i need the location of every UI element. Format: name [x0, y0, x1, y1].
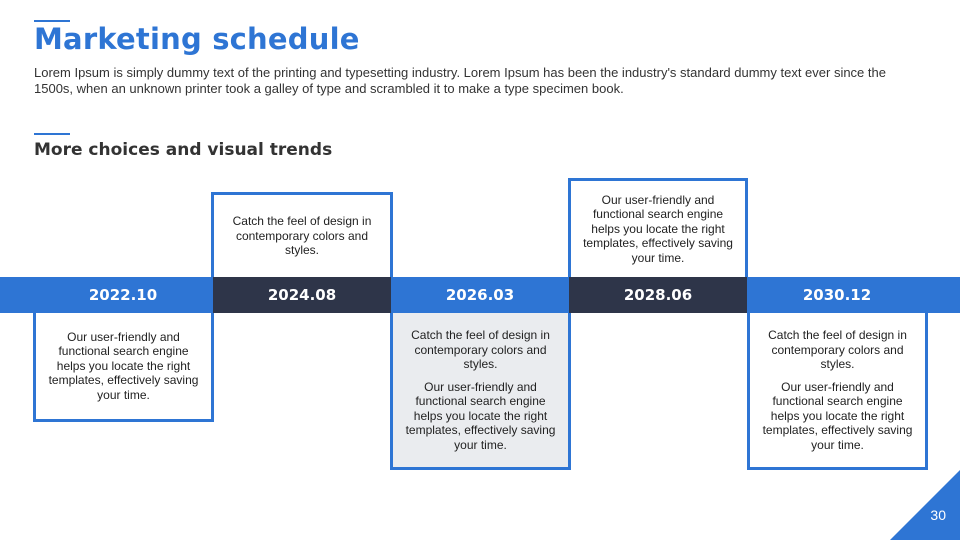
timeline-card-2022-10: Our user-friendly and functional search … — [33, 313, 214, 422]
page-title: Marketing schedule — [34, 22, 360, 56]
timeline-date-2030-12: 2030.12 — [802, 286, 872, 304]
card-text: Catch the feel of design in contemporary… — [411, 328, 550, 371]
title-accent-line — [34, 20, 70, 22]
timeline-card-2026-03: Catch the feel of design in contemporary… — [390, 313, 571, 470]
card-text: Our user-friendly and functional search … — [48, 329, 199, 402]
section-subtitle: More choices and visual trends — [34, 140, 333, 160]
subtitle-accent-line — [34, 133, 70, 135]
card-text: Our user-friendly and functional search … — [405, 379, 556, 452]
timeline-date-2024-08: 2024.08 — [213, 277, 391, 313]
page-number: 30 — [930, 507, 946, 523]
card-text: Our user-friendly and functional search … — [762, 379, 913, 452]
timeline-card-2024-08: Catch the feel of design in contemporary… — [211, 192, 393, 277]
page-description: Lorem Ipsum is simply dummy text of the … — [34, 65, 886, 96]
card-text: Catch the feel of design in contemporary… — [768, 328, 907, 371]
timeline-date-2022-10: 2022.10 — [88, 286, 158, 304]
timeline-date-2028-06: 2028.06 — [569, 277, 747, 313]
timeline-date-2026-03: 2026.03 — [445, 286, 515, 304]
timeline-band — [0, 277, 960, 313]
card-text: Our user-friendly and functional search … — [583, 192, 733, 265]
timeline-card-2028-06: Our user-friendly and functional search … — [568, 178, 748, 277]
timeline-card-2030-12: Catch the feel of design in contemporary… — [747, 313, 928, 470]
card-text: Catch the feel of design in contemporary… — [232, 214, 372, 258]
corner-triangle — [890, 470, 960, 540]
